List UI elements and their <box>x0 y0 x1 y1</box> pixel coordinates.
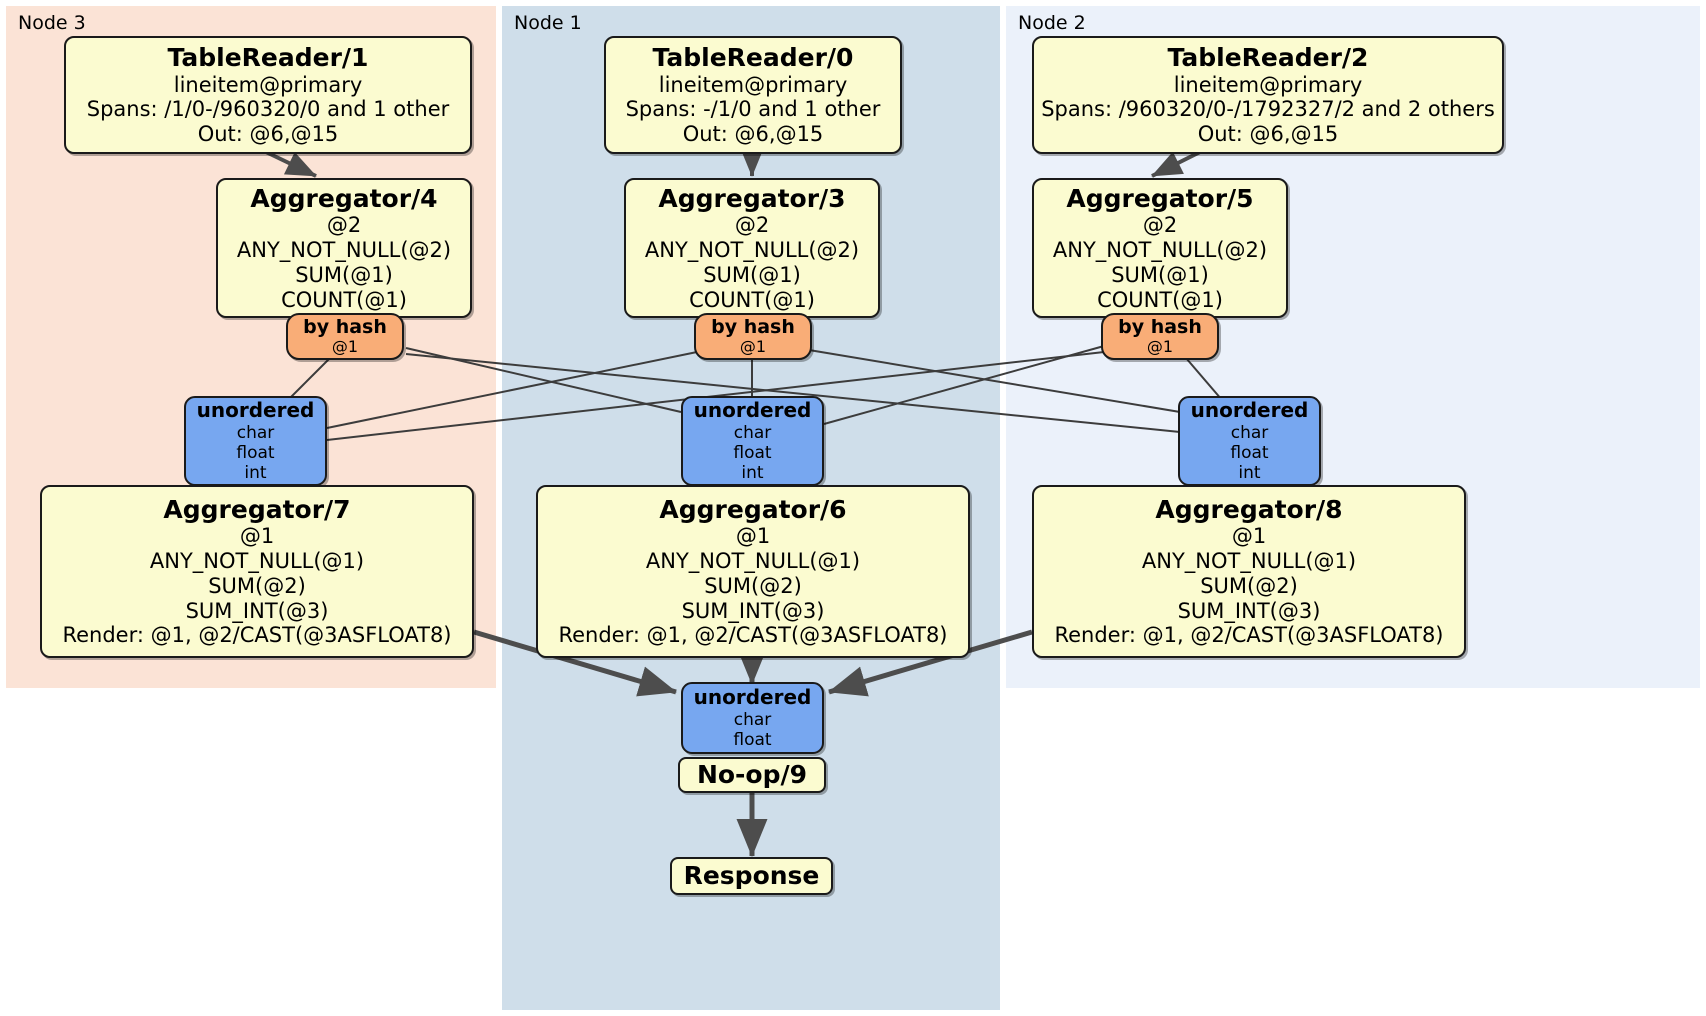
box-line: float <box>236 442 275 463</box>
box-line: char <box>1230 422 1269 443</box>
box-line: ANY_NOT_NULL(@1) <box>645 549 861 574</box>
box-line: SUM(@1) <box>1111 262 1209 287</box>
box-line: Spans: /960320/0-/1792327/2 and 2 others <box>1041 97 1495 122</box>
box-title: No-op/9 <box>696 760 808 790</box>
box-line: Spans: /1/0-/960320/0 and 1 other <box>86 97 450 122</box>
box-aggregator-4[interactable]: Aggregator/4 @2 ANY_NOT_NULL(@2) SUM(@1)… <box>216 178 472 318</box>
box-line: COUNT(@1) <box>1097 287 1223 312</box>
box-line: @1 <box>735 524 771 549</box>
box-title: by hash <box>1118 315 1202 338</box>
box-line: lineitem@primary <box>658 72 848 97</box>
box-title: Aggregator/8 <box>1155 494 1343 524</box>
box-line: COUNT(@1) <box>281 287 407 312</box>
box-line: Render: @1, @2/CAST(@3ASFLOAT8) <box>62 623 452 648</box>
box-line: Out: @6,@15 <box>197 122 339 147</box>
box-sync-unordered-final[interactable]: unordered char float <box>681 682 824 754</box>
box-sync-unordered-right[interactable]: unordered char float int <box>1178 396 1321 486</box>
box-line: ANY_NOT_NULL(@2) <box>1052 237 1268 262</box>
box-sync-unordered-left[interactable]: unordered char float int <box>184 396 327 486</box>
box-title: Aggregator/5 <box>1066 183 1254 213</box>
box-title: TableReader/2 <box>1167 43 1369 73</box>
box-title: Aggregator/4 <box>250 183 438 213</box>
box-line: Render: @1, @2/CAST(@3ASFLOAT8) <box>1054 623 1444 648</box>
box-line: Out: @6,@15 <box>1197 122 1339 147</box>
box-line: @2 <box>326 213 362 238</box>
box-title: by hash <box>303 315 387 338</box>
box-line: Out: @6,@15 <box>682 122 824 147</box>
box-line: Spans: -/1/0 and 1 other <box>625 97 881 122</box>
box-title: TableReader/1 <box>167 43 369 73</box>
box-line: @1 <box>331 337 359 357</box>
box-line: SUM(@2) <box>1200 573 1298 598</box>
box-title: by hash <box>711 315 795 338</box>
box-title: Aggregator/7 <box>163 494 351 524</box>
box-router-by-hash-left[interactable]: by hash @1 <box>286 313 404 360</box>
box-table-reader-2[interactable]: TableReader/2 lineitem@primary Spans: /9… <box>1032 36 1504 154</box>
node-panel-label-node1: Node 1 <box>514 12 582 34</box>
box-router-by-hash-right[interactable]: by hash @1 <box>1101 313 1219 360</box>
box-title: Aggregator/3 <box>658 183 846 213</box>
box-line: @1 <box>1146 337 1174 357</box>
box-line: @1 <box>239 524 275 549</box>
box-line: int <box>1238 462 1261 483</box>
box-aggregator-5[interactable]: Aggregator/5 @2 ANY_NOT_NULL(@2) SUM(@1)… <box>1032 178 1288 318</box>
box-title: unordered <box>693 398 812 423</box>
box-line: @1 <box>1231 524 1267 549</box>
box-title: unordered <box>1190 398 1309 423</box>
box-noop-9[interactable]: No-op/9 <box>678 757 826 793</box>
box-line: @1 <box>739 337 767 357</box>
box-title: unordered <box>196 398 315 423</box>
box-line: char <box>733 422 772 443</box>
box-line: @2 <box>734 213 770 238</box>
box-line: SUM_INT(@3) <box>681 598 825 623</box>
box-line: lineitem@primary <box>173 72 363 97</box>
box-aggregator-8[interactable]: Aggregator/8 @1 ANY_NOT_NULL(@1) SUM(@2)… <box>1032 485 1466 658</box>
box-line: SUM_INT(@3) <box>1177 598 1321 623</box>
box-response[interactable]: Response <box>670 857 833 895</box>
box-sync-unordered-center[interactable]: unordered char float int <box>681 396 824 486</box>
box-router-by-hash-center[interactable]: by hash @1 <box>694 313 812 360</box>
box-title: Response <box>683 861 820 891</box>
box-line: SUM_INT(@3) <box>185 598 329 623</box>
box-title: Aggregator/6 <box>659 494 847 524</box>
box-title: unordered <box>693 685 812 710</box>
box-line: float <box>733 442 772 463</box>
box-line: ANY_NOT_NULL(@2) <box>236 237 452 262</box>
box-line: COUNT(@1) <box>689 287 815 312</box>
box-aggregator-3[interactable]: Aggregator/3 @2 ANY_NOT_NULL(@2) SUM(@1)… <box>624 178 880 318</box>
node-panel-label-node3: Node 3 <box>18 12 86 34</box>
node-panel-label-node2: Node 2 <box>1018 12 1086 34</box>
box-line: SUM(@2) <box>704 573 802 598</box>
box-line: char <box>733 709 772 730</box>
box-line: ANY_NOT_NULL(@2) <box>644 237 860 262</box>
box-aggregator-6[interactable]: Aggregator/6 @1 ANY_NOT_NULL(@1) SUM(@2)… <box>536 485 970 658</box>
box-line: @2 <box>1142 213 1178 238</box>
box-line: ANY_NOT_NULL(@1) <box>149 549 365 574</box>
box-line: char <box>236 422 275 443</box>
box-aggregator-7[interactable]: Aggregator/7 @1 ANY_NOT_NULL(@1) SUM(@2)… <box>40 485 474 658</box>
box-line: int <box>741 462 764 483</box>
box-line: SUM(@2) <box>208 573 306 598</box>
box-line: float <box>733 729 772 750</box>
box-table-reader-1[interactable]: TableReader/1 lineitem@primary Spans: /1… <box>64 36 472 154</box>
box-line: Render: @1, @2/CAST(@3ASFLOAT8) <box>558 623 948 648</box>
box-line: ANY_NOT_NULL(@1) <box>1141 549 1357 574</box>
box-title: TableReader/0 <box>652 43 854 73</box>
box-line: float <box>1230 442 1269 463</box>
box-line: SUM(@1) <box>295 262 393 287</box>
box-line: int <box>244 462 267 483</box>
box-line: lineitem@primary <box>1173 72 1363 97</box>
box-line: SUM(@1) <box>703 262 801 287</box>
box-table-reader-0[interactable]: TableReader/0 lineitem@primary Spans: -/… <box>604 36 902 154</box>
